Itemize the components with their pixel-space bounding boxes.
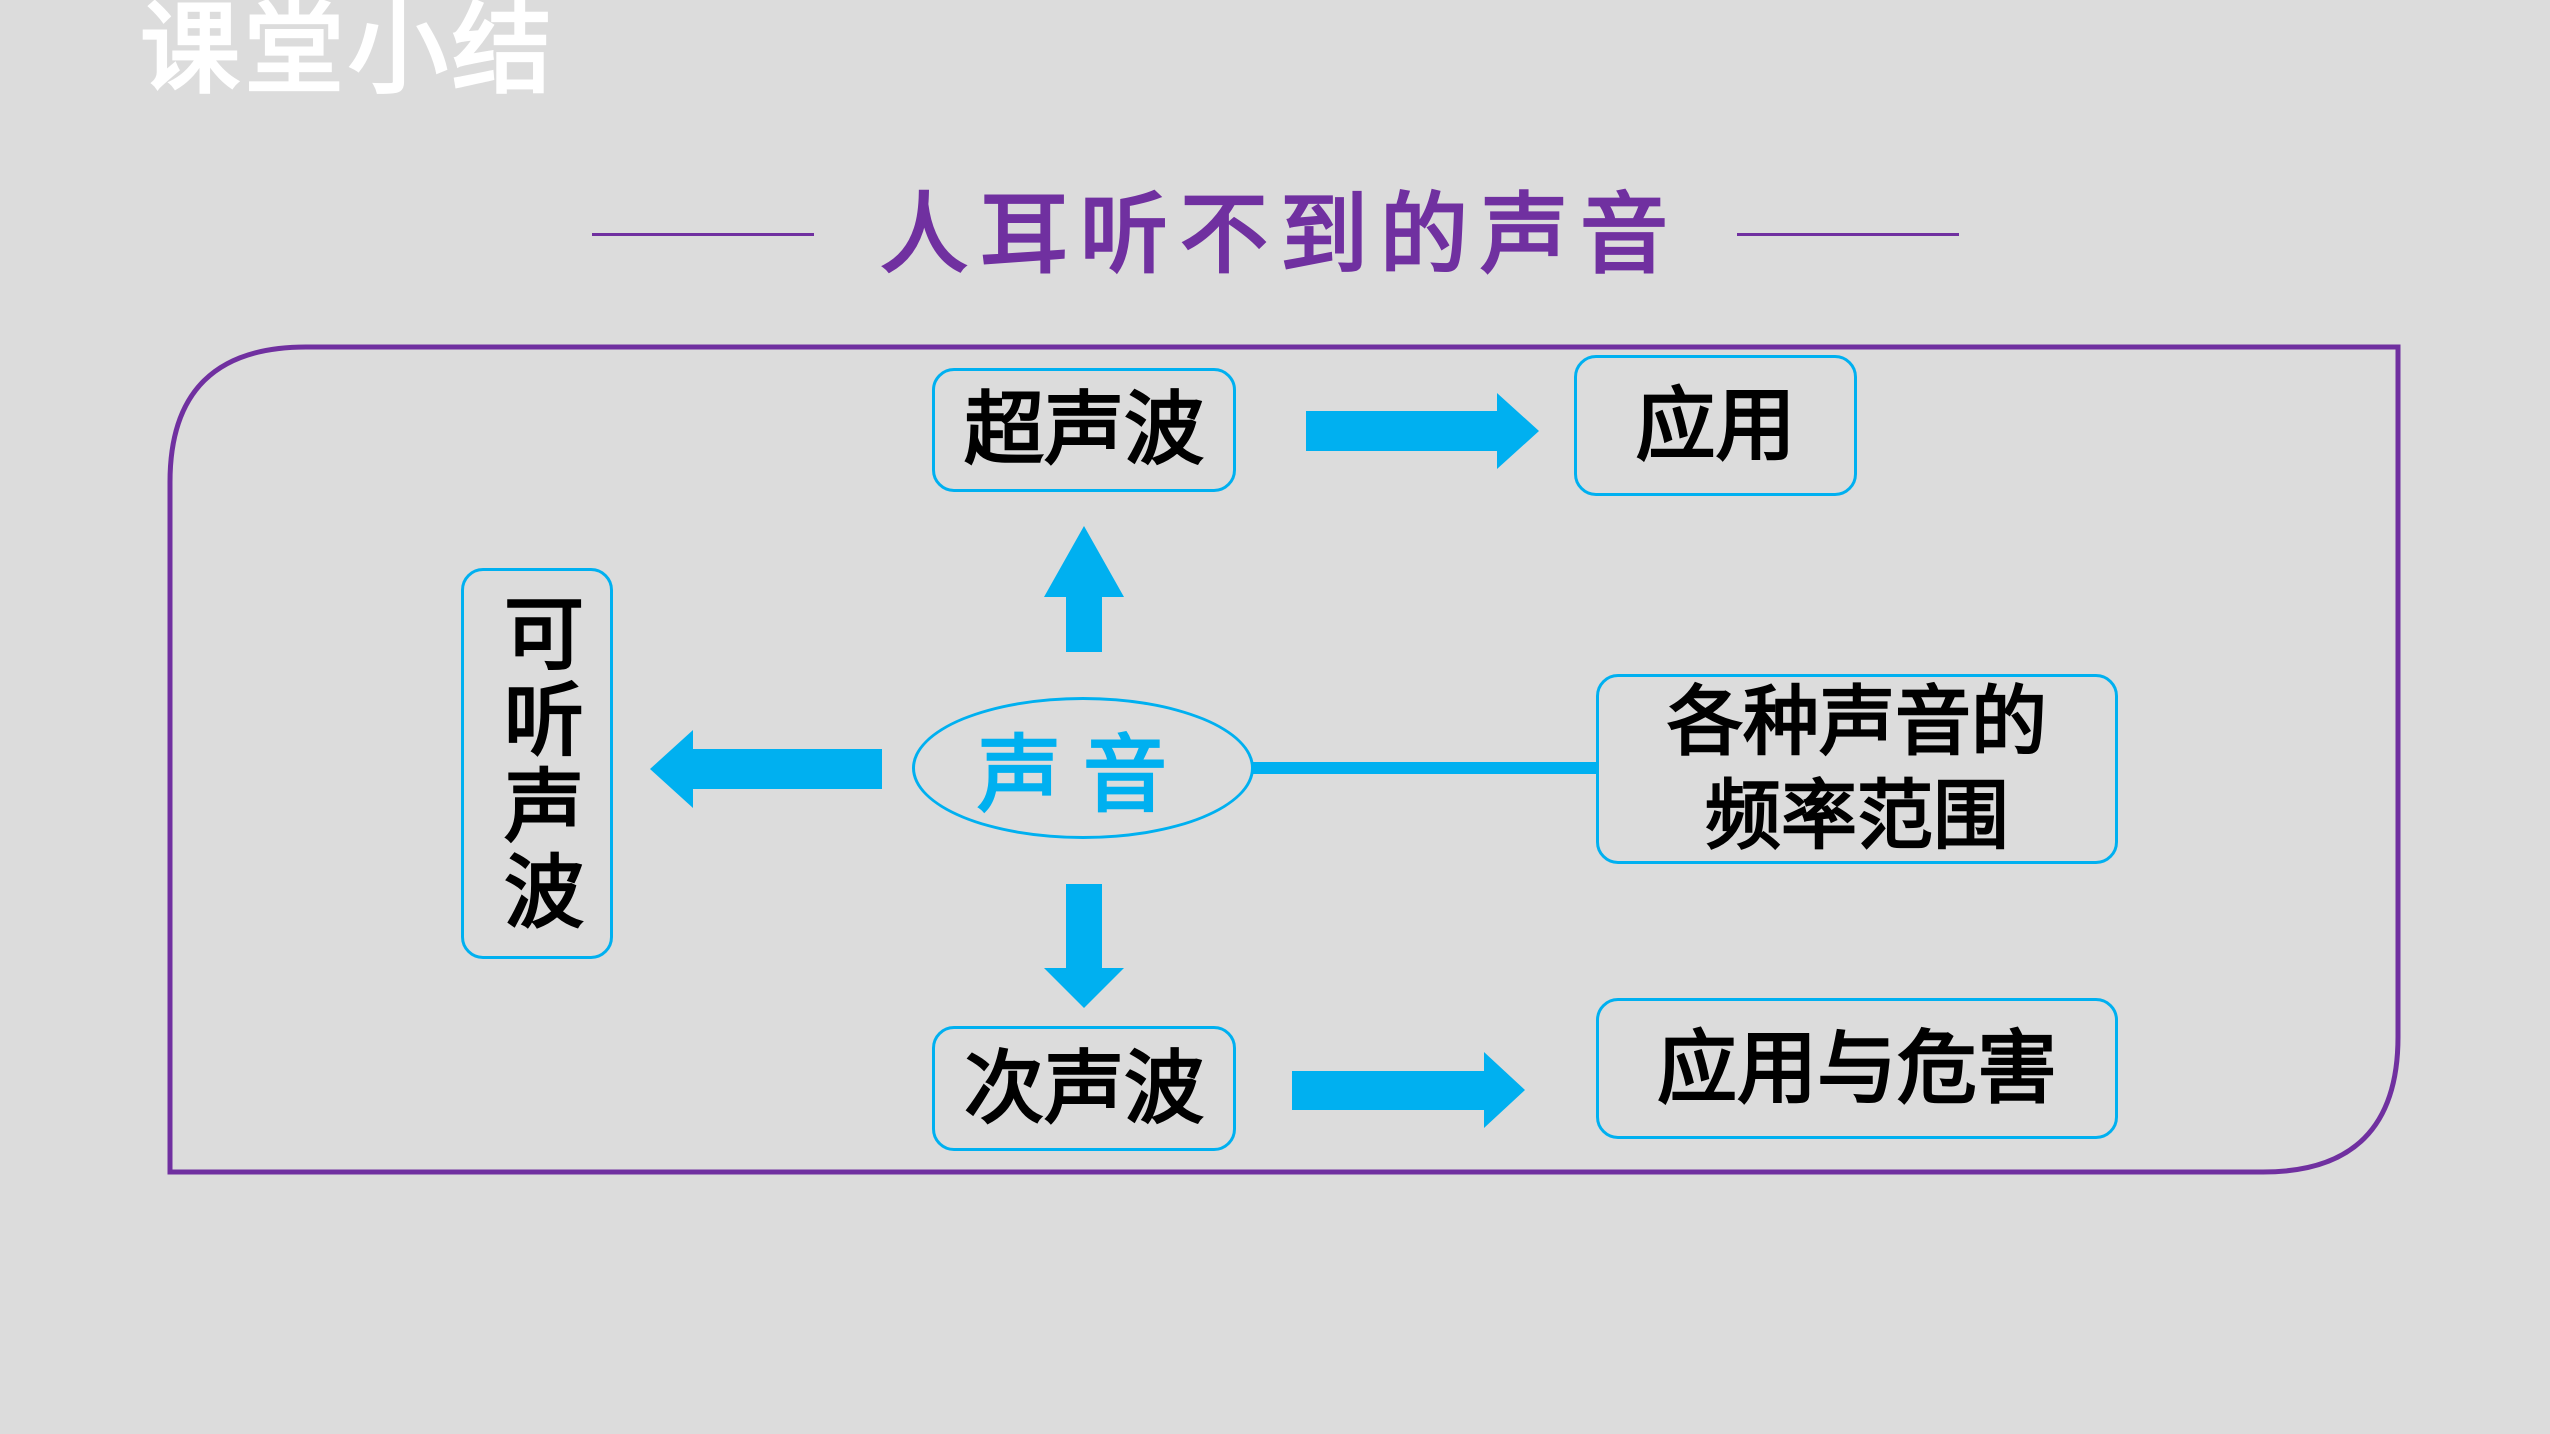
arrow-right-to-ultrasonic-use	[1306, 393, 1539, 469]
ultrasonic-use-box: 应用	[1574, 355, 1857, 496]
arrow-left-to-audible	[650, 730, 882, 808]
heading-left-rule	[592, 233, 814, 236]
frequency-range-label: 各种声音的频率范围	[1667, 677, 2047, 860]
section-title: 课堂小结	[140, 0, 556, 108]
slide-heading: 人耳听不到的声音	[880, 183, 1681, 286]
heading-right-rule	[1737, 233, 1959, 236]
frequency-range-box: 各种声音的频率范围	[1596, 674, 2118, 864]
connector-to-frequency-range	[1253, 762, 1597, 774]
arrow-up-to-ultrasonic	[1044, 526, 1124, 652]
diagram-frame	[167, 344, 2401, 1175]
infrasonic-box: 次声波	[932, 1026, 1236, 1151]
audible-wave-box: 可听声波	[461, 568, 613, 959]
center-sound-node: 声音	[912, 697, 1254, 839]
arrow-down-to-infrasonic	[1044, 884, 1124, 1008]
arrow-right-to-infrasonic-use	[1292, 1052, 1525, 1128]
infrasonic-use-box: 应用与危害	[1596, 998, 2118, 1139]
ultrasonic-box: 超声波	[932, 368, 1236, 492]
